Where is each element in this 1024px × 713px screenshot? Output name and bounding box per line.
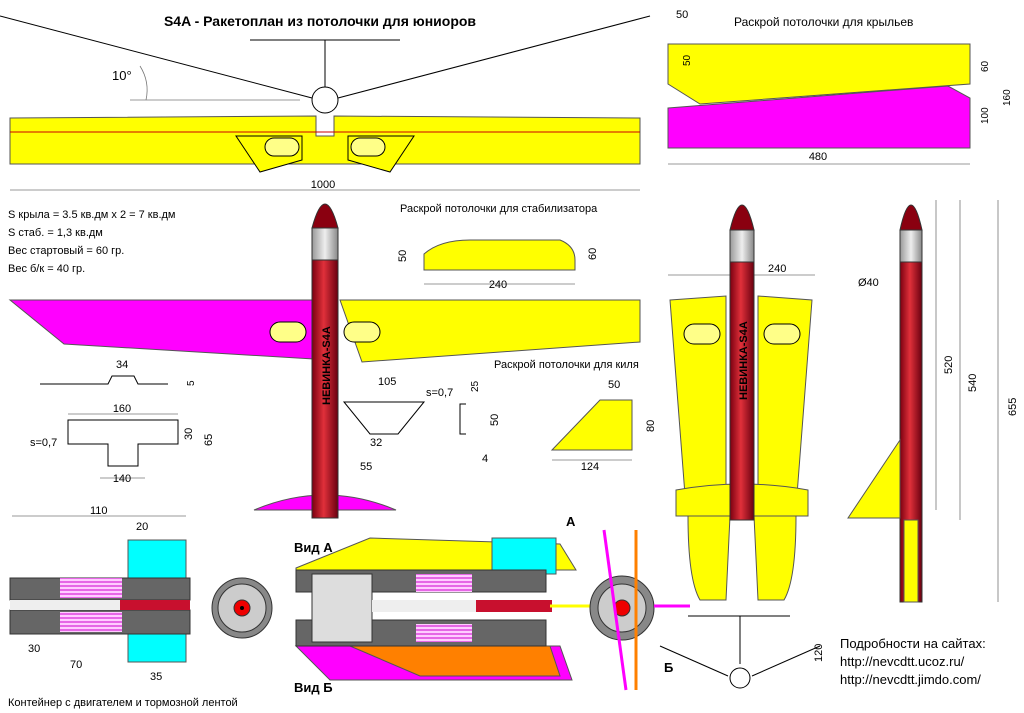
arrow-a-label: А (566, 514, 576, 529)
dim-label: 5 (186, 380, 197, 386)
spec-line: Вес стартовый = 60 гр. (8, 245, 124, 257)
container-caption: Контейнер с двигателем и тормозной ленто… (8, 697, 238, 709)
dim-label: 50 (397, 250, 409, 262)
footer-link[interactable]: http://nevcdtt.jimdo.com/ (840, 672, 981, 687)
dim-label: 480 (809, 151, 827, 163)
dim-label: Ø40 (858, 277, 879, 289)
footer-links: Подробности на сайтах: http://nevcdtt.uc… (840, 636, 986, 687)
spec-line: S стаб. = 1,3 кв.дм (8, 227, 103, 239)
rocket-plane-front-view: 240 НЕВИНКА-S4A (668, 204, 815, 601)
dim-label: 105 (378, 376, 396, 388)
dim-label: 30 (183, 428, 195, 440)
dim-label: 20 (136, 521, 148, 533)
dim-label: 25 (470, 380, 481, 392)
wing-top-view: 1000 (9, 115, 641, 191)
dim-label: 55 (360, 461, 372, 473)
dim-label: 50 (608, 379, 620, 391)
dim-label: 60 (980, 60, 991, 72)
dihedral-angle-label: 10° (112, 68, 132, 83)
wing-cut-pattern: Раскрой потолочки для крыльев 480 50 50 … (667, 9, 1013, 165)
stabilizer-cut-pattern: Раскрой потолочки для стабилизатора 240 … (397, 203, 599, 291)
dim-label: 70 (70, 659, 82, 671)
spec-line: S крыла = 3.5 кв.дм х 2 = 7 кв.дм (8, 209, 175, 221)
wing-cut-title: Раскрой потолочки для крыльев (734, 15, 913, 29)
dim-label: 540 (967, 374, 979, 392)
dihedral-small (659, 615, 821, 689)
rocket-body-label: НЕВИНКА-S4A (321, 326, 333, 405)
dim-label: 34 (116, 359, 128, 371)
footer-link[interactable]: http://nevcdtt.ucoz.ru/ (840, 654, 965, 669)
dim-label: 65 (203, 434, 215, 446)
pylon-detail: 34 5 160 140 30 65 s=0,7 (30, 359, 215, 485)
dim-label: 160 (113, 403, 131, 415)
engine-container-section: 110 20 30 70 35 Контейнер с двигателем и… (8, 505, 238, 709)
dim-label: 50 (682, 54, 693, 66)
arrow-b-label: Б (664, 660, 673, 675)
dim-label: 80 (645, 420, 657, 432)
dihedral-front-view: 10° (0, 15, 651, 114)
dim-label: 240 (489, 279, 507, 291)
dim-label: 100 (980, 107, 991, 124)
spec-line: Вес б/к = 40 гр. (8, 263, 85, 275)
rocket-body-label: НЕВИНКА-S4A (738, 321, 750, 400)
view-a-b-section: Вид А Вид Б А Б 120 (294, 514, 825, 695)
dim-label: 160 (1002, 89, 1013, 106)
dim-label: 32 (370, 437, 382, 449)
view-a-label: Вид А (294, 540, 333, 555)
bracket-detail: 105 s=0,7 32 55 25 50 4 (342, 376, 501, 473)
dim-label: 50 (676, 9, 688, 21)
dim-label: 124 (581, 461, 599, 473)
rocket-plane-side-view: Ø40 520 540 655 (847, 200, 1019, 603)
footer-line: Подробности на сайтах: (840, 636, 986, 651)
dim-label: 50 (489, 414, 501, 426)
stab-cut-title: Раскрой потолочки для стабилизатора (400, 203, 598, 215)
view-b-label: Вид Б (294, 680, 333, 695)
container-end-view-2 (589, 529, 690, 691)
dim-label: s=0,7 (426, 387, 453, 399)
fin-cut-title: Раскрой потолочки для киля (494, 359, 639, 371)
page-title: S4A - Ракетоплан из потолочки для юниоро… (164, 13, 476, 29)
fin-cut-pattern: Раскрой потолочки для киля 124 50 80 (494, 359, 657, 473)
rocket-plane-top-view: НЕВИНКА-S4A (8, 203, 641, 519)
dim-label: 140 (113, 473, 131, 485)
dim-label: 35 (150, 671, 162, 683)
dim-label: 4 (482, 453, 488, 465)
specs-block: S крыла = 3.5 кв.дм х 2 = 7 кв.дм S стаб… (8, 209, 175, 275)
dim-label: 240 (768, 263, 786, 275)
dim-label: 30 (28, 643, 40, 655)
dim-label: 655 (1007, 398, 1019, 416)
wing-span-dimension: 1000 (311, 179, 335, 191)
dim-label: s=0,7 (30, 437, 57, 449)
dim-label: 520 (943, 356, 955, 374)
container-end-view (211, 577, 273, 639)
dim-label: 60 (587, 248, 599, 260)
dim-label: 110 (90, 505, 108, 517)
